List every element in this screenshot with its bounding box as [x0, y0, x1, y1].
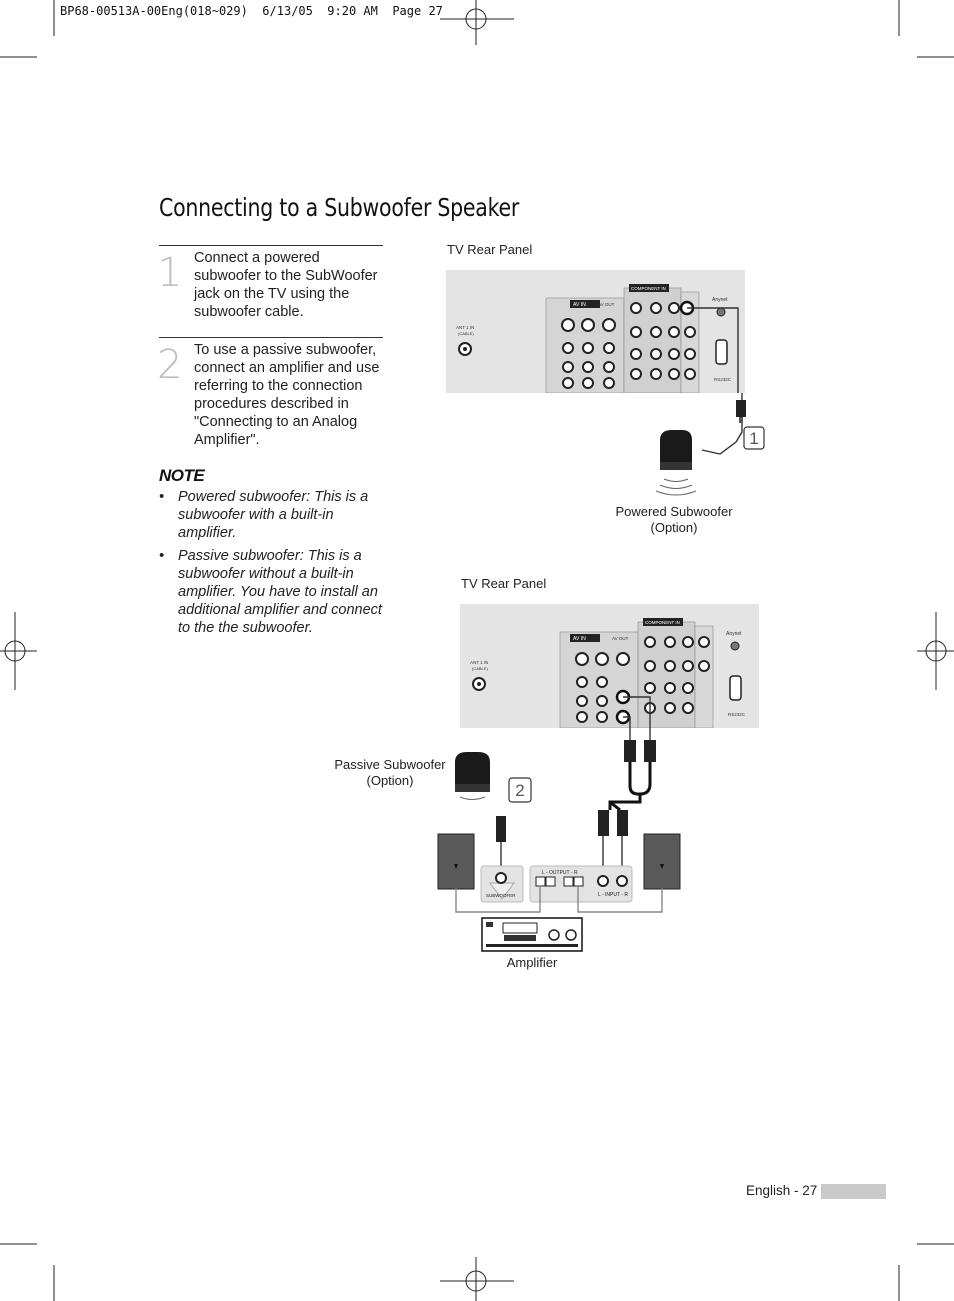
- note-item-text: Passive subwoofer: This is a subwoofer w…: [178, 548, 382, 636]
- passive-subwoofer-label: Passive Subwoofer (Option): [322, 757, 458, 789]
- step-divider: [159, 245, 383, 246]
- ant-in-marking: ANT 1 IN: [470, 660, 488, 665]
- bullet-glyph: •: [159, 548, 165, 564]
- tv-rear-panel-label: TV Rear Panel: [447, 242, 533, 257]
- ant-in-marking: ANT 1 IN: [456, 325, 474, 330]
- passive-connection-diagram: 2 SUBWOOFER L - OUTPUT - R L - INPUT - R: [437, 728, 681, 952]
- print-slug: BP68-00513A-00Eng(018~029) 6/13/05 9:20 …: [60, 4, 443, 18]
- step-number: 1: [157, 250, 183, 296]
- step-text: To use a passive subwoofer, connect an a…: [194, 342, 380, 448]
- rs232c-marking: RS232C: [714, 377, 732, 382]
- step-divider: [159, 337, 383, 338]
- subwoofer-marking: SUBWOOFER: [486, 893, 516, 898]
- subwoofer-label-line: (Option): [650, 520, 698, 535]
- input-marking: L - INPUT - R: [598, 892, 628, 898]
- av-out-marking: AV OUT: [612, 636, 629, 641]
- note-item: • Powered subwoofer: This is a subwoofer…: [159, 488, 391, 542]
- av-in-marking: AV IN: [573, 636, 586, 642]
- footer-bar: [821, 1184, 886, 1199]
- powered-subwoofer-diagram: 1: [655, 393, 765, 496]
- ant-in-marking: (CABLE): [472, 666, 488, 671]
- callout-number: 2: [515, 781, 524, 800]
- subwoofer-label-line: (Option): [366, 773, 414, 788]
- amplifier-label: Amplifier: [506, 955, 558, 970]
- bullet-glyph: •: [159, 489, 165, 505]
- callout-number: 1: [749, 429, 758, 448]
- tv-rear-panel-label: TV Rear Panel: [461, 576, 547, 591]
- passive-subwoofer-icon: [455, 752, 490, 800]
- ant-in-marking: (CABLE): [458, 331, 474, 336]
- powered-subwoofer-label: Powered Subwoofer (Option): [606, 504, 742, 536]
- subwoofer-label-line: Passive Subwoofer: [334, 757, 446, 772]
- component-in-marking: COMPONENT IN: [645, 620, 680, 625]
- av-in-marking: AV IN: [573, 302, 586, 308]
- anynet-marking: Anynet: [726, 631, 742, 637]
- subwoofer-label-line: Powered Subwoofer: [615, 504, 733, 519]
- step-number: 2: [157, 342, 183, 388]
- component-in-marking: COMPONENT IN: [631, 286, 666, 291]
- av-out-marking: AV OUT: [598, 302, 615, 307]
- anynet-marking: Anynet: [712, 297, 728, 303]
- output-marking: L - OUTPUT - R: [542, 870, 578, 876]
- step-text: Connect a powered subwoofer to the SubWo…: [194, 250, 378, 320]
- page-number: English - 27: [746, 1183, 818, 1198]
- tv-rear-panel-diagram: AV IN COMPONENT IN AV OUT Anynet RS232C …: [460, 604, 759, 728]
- page-title: Connecting to a Subwoofer Speaker: [159, 193, 520, 222]
- note-item: • Passive subwoofer: This is a subwoofer…: [159, 547, 391, 637]
- rs232c-marking: RS232C: [728, 712, 746, 717]
- tv-rear-panel-diagram: AV IN COMPONENT IN AV OUT Anynet RS232C …: [446, 270, 745, 393]
- note-heading: NOTE: [159, 466, 205, 485]
- note-item-text: Powered subwoofer: This is a subwoofer w…: [178, 489, 369, 541]
